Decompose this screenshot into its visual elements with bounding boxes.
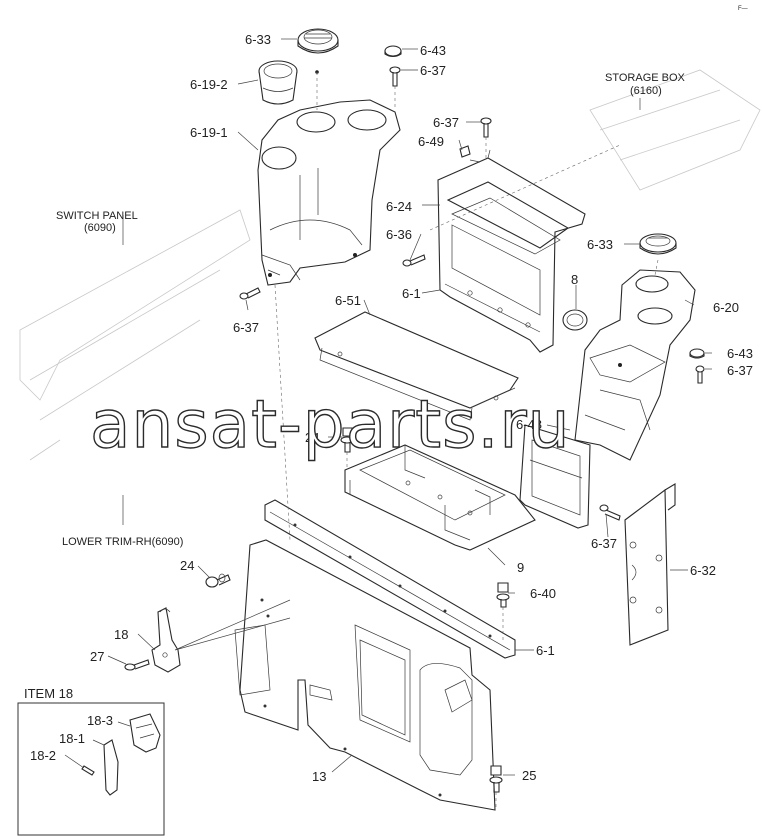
assembly-lines [274, 72, 659, 810]
bolt-24-mid [340, 427, 354, 453]
label-6-33-right: 6-33 [587, 237, 613, 252]
storage-box-label: STORAGE BOX [605, 72, 686, 84]
switch-panel-code: (6090) [84, 222, 116, 234]
screw-6-37-e [599, 504, 621, 521]
storage-body-6-20 [574, 269, 696, 461]
label-6-24: 6-24 [386, 199, 412, 214]
watermark: ansat-parts.ru [90, 386, 570, 463]
label-18-3: 18-3 [87, 713, 113, 728]
label-6-37-a: 6-37 [233, 320, 259, 335]
bolt-24-lower [205, 573, 231, 588]
cap-6-43-right [689, 348, 705, 359]
label-6-43-top: 6-43 [420, 43, 446, 58]
label-6-43-right: 6-43 [727, 346, 753, 361]
callout-labels: 6-33 6-43 6-37 6-19-2 6-19-1 6-37 6-49 6… [30, 32, 753, 784]
cap-6-33-top [297, 28, 339, 54]
label-6-19-2: 6-19-2 [190, 77, 228, 92]
label-13: 13 [312, 769, 326, 784]
lid-6-51 [314, 311, 519, 421]
label-24-lower: 24 [180, 558, 194, 573]
bolt-25 [489, 765, 503, 793]
clip-6-49 [459, 145, 471, 158]
label-6-37-e: 6-37 [591, 536, 617, 551]
screw-6-37-a [239, 287, 261, 300]
label-18-1: 18-1 [59, 731, 85, 746]
screw-6-37-top [389, 66, 401, 87]
storage-box-code: (6160) [630, 85, 662, 97]
label-6-33-top: 6-33 [245, 32, 271, 47]
label-6-20: 6-20 [713, 300, 739, 315]
bracket-9 [344, 444, 536, 551]
label-9: 9 [517, 560, 524, 575]
screw-6-37-b [480, 117, 492, 138]
label-6-48: 6-48 [516, 417, 542, 432]
label-8: 8 [571, 272, 578, 287]
bolt-6-40 [496, 582, 510, 608]
label-27: 27 [90, 649, 104, 664]
lower-trim-label: LOWER TRIM-RH(6090) [62, 536, 183, 548]
label-6-1-bottom: 6-1 [536, 643, 555, 658]
reference-labels: STORAGE BOX (6160) SWITCH PANEL (6090) L… [24, 6, 748, 701]
label-18: 18 [114, 627, 128, 642]
cap-6-43-top [384, 45, 402, 58]
label-6-19-1: 6-19-1 [190, 125, 228, 140]
trim-panel-13 [234, 539, 496, 811]
strip-6-1 [264, 499, 516, 659]
label-6-51: 6-51 [335, 293, 361, 308]
item-18-title: ITEM 18 [24, 686, 73, 701]
leader-lines [107, 38, 712, 776]
ghost-outlines [19, 69, 761, 461]
label-6-36: 6-36 [386, 227, 412, 242]
clamp-8 [562, 309, 588, 331]
tray-6-48 [519, 424, 591, 529]
item-18-inset [17, 702, 165, 836]
label-24-mid: 24 [305, 430, 319, 445]
label-6-49: 6-49 [418, 134, 444, 149]
console-6-19-1 [257, 99, 401, 286]
screw-27 [124, 659, 150, 671]
label-18-2: 18-2 [30, 748, 56, 763]
screw-6-36 [402, 254, 426, 267]
cap-6-33-right [639, 233, 677, 255]
label-6-37-c: 6-37 [727, 363, 753, 378]
label-6-40: 6-40 [530, 586, 556, 601]
label-6-32: 6-32 [690, 563, 716, 578]
switch-panel-label: SWITCH PANEL [56, 210, 138, 222]
corner-mark: F— [738, 6, 748, 12]
label-6-37-b: 6-37 [433, 115, 459, 130]
label-6-1-top: 6-1 [402, 286, 421, 301]
screw-6-37-c [695, 365, 705, 384]
lever-18 [151, 607, 181, 673]
cup-6-19-2 [258, 60, 298, 105]
label-25: 25 [522, 768, 536, 783]
panel-6-24 [437, 149, 586, 353]
label-6-37-top: 6-37 [420, 63, 446, 78]
bracket-6-32 [624, 483, 676, 646]
